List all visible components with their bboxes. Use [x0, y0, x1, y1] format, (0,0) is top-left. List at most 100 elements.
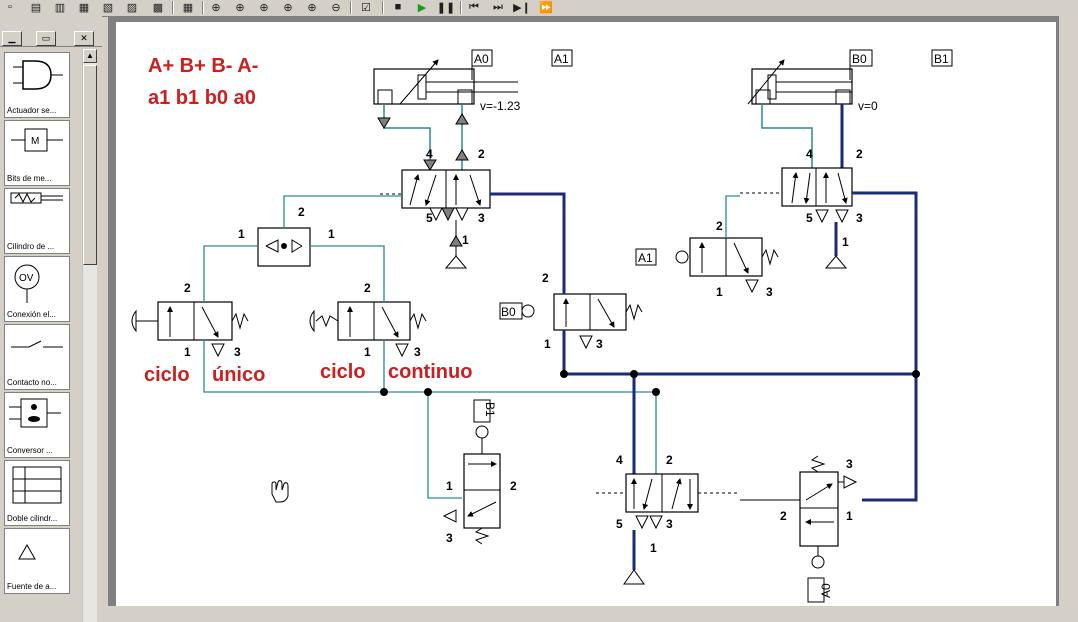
tool-icon[interactable]: ▫ [8, 1, 12, 13]
sensor-b0-marker: B0 [849, 49, 873, 80]
zoom-window-icon[interactable]: ⊕ [235, 1, 245, 14]
svg-text:2: 2 [184, 281, 191, 295]
hand-cursor-icon [271, 480, 289, 503]
double-cylinder-icon [12, 466, 62, 504]
svg-text:3: 3 [766, 285, 773, 299]
svg-text:3: 3 [846, 457, 853, 471]
svg-text:4: 4 [806, 147, 813, 161]
sequence-line-1: A+ B+ B- A- [148, 55, 258, 77]
svg-text:1: 1 [544, 337, 551, 351]
cylinder-a-velocity: v=-1.23 [480, 99, 521, 113]
step-icon[interactable]: ⏭ [493, 0, 503, 13]
svg-text:B0: B0 [852, 52, 867, 66]
converter-icon [9, 398, 61, 428]
svg-text:2: 2 [780, 509, 787, 523]
pause-icon[interactable]: ❚❚ [436, 1, 456, 14]
palette-item-contact[interactable]: Contacto no... [4, 324, 70, 390]
sequence-line-2: a1 b1 b0 a0 [148, 87, 256, 109]
shuttle-valve[interactable] [257, 227, 311, 267]
valve-continuous-cycle[interactable] [309, 301, 427, 341]
grid-icon[interactable]: ▦ [182, 1, 194, 14]
palette-item-air-source[interactable]: Fuente de a... [4, 528, 70, 594]
fast-forward-icon[interactable]: ⏩ [539, 1, 553, 14]
zoom-fit-icon[interactable]: ⊕ [259, 1, 269, 14]
palette-item-label: Actuador se... [7, 106, 57, 115]
palette-scrollbar[interactable]: ▲ [82, 49, 97, 622]
svg-text:4: 4 [616, 453, 623, 467]
valve-a[interactable] [401, 169, 491, 209]
check-icon[interactable]: ☑ [361, 1, 371, 14]
cylinder-b[interactable] [747, 59, 853, 105]
scroll-thumb[interactable] [83, 65, 97, 265]
component-palette: ▁ ▭ ✕ Actuador se... M Bits de me... [0, 16, 102, 622]
svg-text:5: 5 [806, 211, 813, 225]
align-center-icon[interactable]: ▥ [54, 1, 66, 14]
svg-text:A0: A0 [819, 583, 833, 598]
svg-text:2: 2 [666, 453, 673, 467]
label-unico: único [212, 364, 265, 386]
svg-text:1: 1 [716, 285, 723, 299]
minimize-button[interactable]: ▁ [2, 31, 22, 46]
palette-item-connection[interactable]: OV Conexión el... [4, 256, 70, 322]
svg-text:3: 3 [446, 531, 453, 545]
distribute-icon[interactable]: ▩ [152, 1, 164, 14]
svg-text:1: 1 [184, 345, 191, 359]
svg-text:1: 1 [364, 345, 371, 359]
svg-text:3: 3 [666, 517, 673, 531]
svg-text:2: 2 [478, 147, 485, 161]
actuator-icon [13, 60, 63, 90]
cylinder-a[interactable] [373, 59, 518, 105]
svg-text:A0: A0 [474, 52, 489, 66]
svg-text:3: 3 [856, 211, 863, 225]
align-right-icon[interactable]: ▦ [78, 1, 90, 14]
svg-text:3: 3 [478, 211, 485, 225]
valve-sensor-a0[interactable] [799, 455, 839, 569]
valve-sensor-b0[interactable] [521, 293, 643, 331]
stop-icon[interactable]: ■ [394, 1, 402, 13]
circuit-canvas[interactable]: A+ B+ B- A- a1 b1 b0 a0 v=-1.23 A0 A1 [116, 22, 1056, 606]
contact-icon [11, 340, 63, 348]
svg-text:B1: B1 [934, 52, 949, 66]
valve-single-cycle[interactable] [131, 301, 249, 341]
align-left-icon[interactable]: ▤ [30, 1, 42, 14]
palette-item-label: Conversor ... [7, 446, 53, 455]
palette-item-cylinder[interactable]: Cilindro de ... [4, 188, 70, 254]
label-ciclo-1: ciclo [144, 364, 190, 386]
memory-valve[interactable] [625, 473, 699, 513]
svg-text:3: 3 [234, 345, 241, 359]
zoom-out-icon[interactable]: ⊖ [331, 1, 341, 14]
pneumatic-circuit: A+ B+ B- A- a1 b1 b0 a0 v=-1.23 A0 A1 [131, 49, 953, 603]
zoom-page-icon[interactable]: ⊕ [283, 1, 293, 14]
svg-text:A1: A1 [638, 251, 653, 265]
svg-text:OV: OV [19, 273, 34, 284]
align-bottom-icon[interactable]: ▨ [126, 1, 138, 14]
svg-text:M: M [31, 136, 39, 147]
step-forward-icon[interactable]: ▶❙ [513, 1, 531, 14]
scroll-up-icon[interactable]: ▲ [83, 49, 97, 63]
align-top-icon[interactable]: ▧ [102, 1, 114, 14]
valve-sensor-a1[interactable] [675, 237, 779, 277]
svg-text:B1: B1 [483, 402, 497, 417]
palette-list: Actuador se... M Bits de me... Cilindro … [2, 49, 70, 622]
maximize-button[interactable]: ▭ [36, 31, 56, 46]
step-back-icon[interactable]: ⏮ [469, 0, 479, 13]
air-source-icon [18, 543, 36, 560]
zoom-in-icon[interactable]: ⊕ [307, 1, 317, 14]
palette-item-converter[interactable]: Conversor ... [4, 392, 70, 458]
svg-text:1: 1 [238, 227, 245, 241]
palette-item-memory-bits[interactable]: M Bits de me... [4, 120, 70, 186]
valve-sensor-b1[interactable] [463, 425, 501, 545]
palette-item-label: Contacto no... [7, 378, 57, 387]
close-button[interactable]: ✕ [74, 31, 94, 46]
sensor-a0-marker: A0 [471, 49, 493, 80]
label-ciclo-2: ciclo [320, 361, 366, 383]
svg-text:B0: B0 [501, 305, 516, 319]
palette-item-actuator[interactable]: Actuador se... [4, 52, 70, 118]
svg-text:1: 1 [650, 541, 657, 555]
sensor-b1-marker: B1 [931, 49, 953, 67]
valve-b[interactable] [781, 167, 853, 207]
zoom-all-icon[interactable]: ⊕ [211, 1, 221, 14]
play-icon[interactable]: ▶ [417, 1, 427, 14]
svg-text:1: 1 [846, 509, 853, 523]
palette-item-double-cylinder[interactable]: Doble cilindr... [4, 460, 70, 526]
